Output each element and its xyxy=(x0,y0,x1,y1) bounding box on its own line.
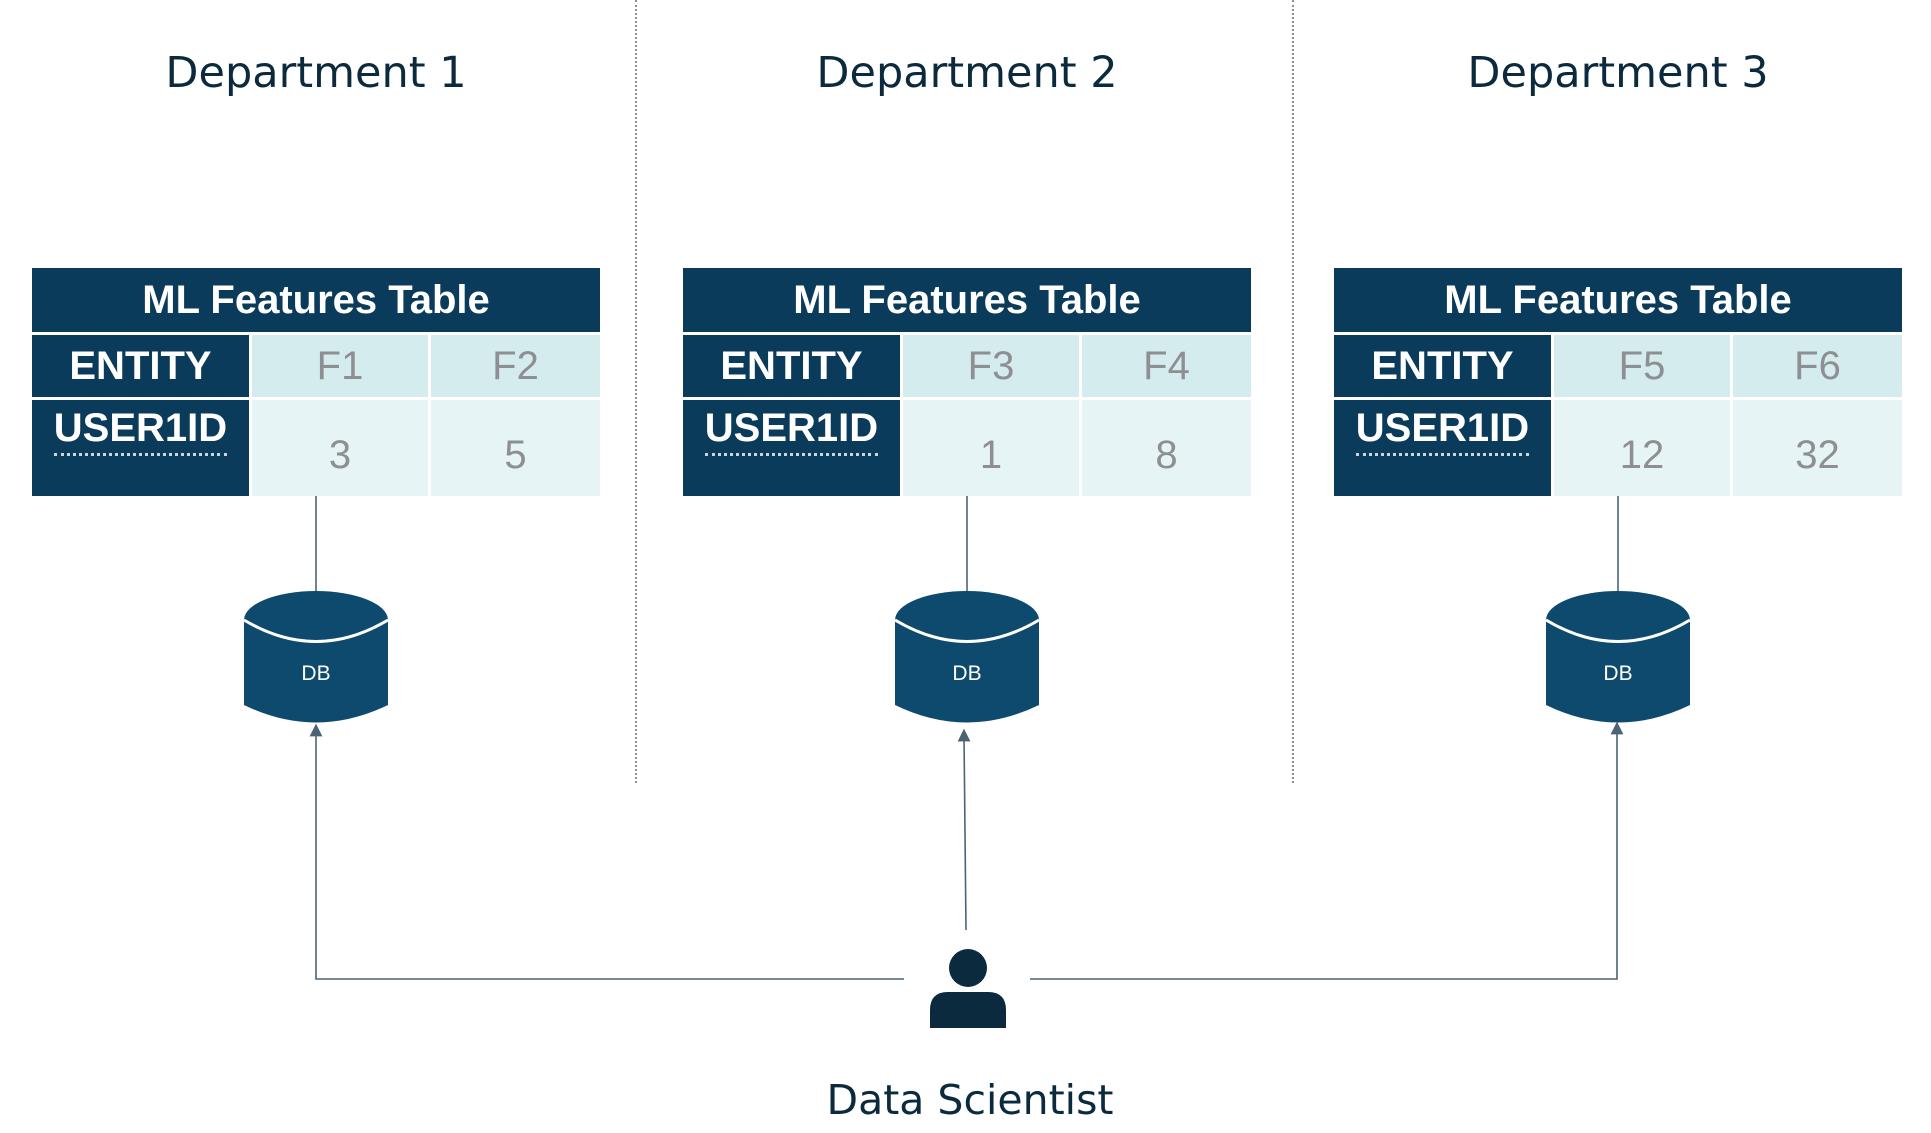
person-to-db-2-arrow xyxy=(957,728,971,931)
department-title: Department 2 xyxy=(816,48,1118,98)
feature-header: F6 xyxy=(1733,335,1902,397)
db-label: DB xyxy=(952,662,982,685)
person-to-db-1-arrow xyxy=(309,723,904,980)
person-to-db-3-arrow xyxy=(1030,721,1624,980)
user-id-text: USER1ID xyxy=(1355,406,1530,456)
feature-value: 1 xyxy=(903,400,1079,496)
feature-header: F2 xyxy=(431,335,600,397)
db-label: DB xyxy=(301,662,331,685)
divider-2 xyxy=(1292,0,1294,783)
row-label: USER1ID xyxy=(1334,400,1551,496)
feature-header: F5 xyxy=(1554,335,1730,397)
entity-label: ENTITY xyxy=(32,335,249,397)
table-header: ML Features Table xyxy=(1334,268,1902,332)
database-cylinder: DB xyxy=(894,590,1040,730)
person-label: Data Scientist xyxy=(826,1076,1114,1124)
database-icon xyxy=(894,591,1040,723)
user-id-text: USER1ID xyxy=(53,406,228,456)
person-icon xyxy=(930,949,1006,1028)
user-id-text: USER1ID xyxy=(704,406,879,456)
entity-label: ENTITY xyxy=(683,335,900,397)
feature-value: 32 xyxy=(1733,400,1902,496)
divider-1 xyxy=(635,0,637,783)
ml-features-table: ML Features Table ENTITY USER1ID F5 F6 1… xyxy=(1334,268,1902,496)
feature-header: F3 xyxy=(903,335,1079,397)
entity-label: ENTITY xyxy=(1334,335,1551,397)
table-header: ML Features Table xyxy=(683,268,1251,332)
feature-value: 12 xyxy=(1554,400,1730,496)
ml-features-table: ML Features Table ENTITY USER1ID F1 F2 3… xyxy=(32,268,600,496)
db-label: DB xyxy=(1603,662,1633,685)
table-header: ML Features Table xyxy=(32,268,600,332)
feature-value: 3 xyxy=(252,400,428,496)
department-title: Department 3 xyxy=(1467,48,1769,98)
database-cylinder: DB xyxy=(1545,590,1691,730)
database-icon xyxy=(243,591,389,723)
database-cylinder: DB xyxy=(243,590,389,730)
feature-value: 5 xyxy=(431,400,600,496)
row-label: USER1ID xyxy=(32,400,249,496)
database-icon xyxy=(1545,591,1691,723)
feature-header: F1 xyxy=(252,335,428,397)
feature-value: 8 xyxy=(1082,400,1251,496)
row-label: USER1ID xyxy=(683,400,900,496)
feature-header: F4 xyxy=(1082,335,1251,397)
department-title: Department 1 xyxy=(165,48,467,98)
ml-features-table: ML Features Table ENTITY USER1ID F3 F4 1… xyxy=(683,268,1251,496)
